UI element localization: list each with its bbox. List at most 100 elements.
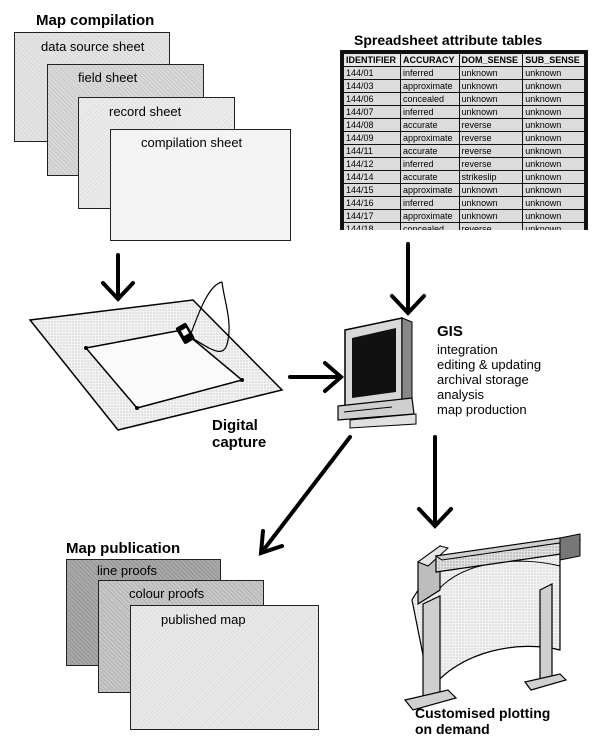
compilation-sheet: compilation sheet (110, 129, 291, 241)
table-cell: 144/06 (343, 92, 401, 106)
computer-icon (337, 317, 417, 429)
digital-capture-line1: Digital (212, 417, 258, 434)
plotting-line1: Customised plotting (415, 705, 551, 721)
digital-capture-line2: capture (212, 434, 267, 451)
compilation-sheet-label: compilation sheet (141, 135, 243, 150)
table-header-cell: IDENTIFIER (343, 53, 401, 67)
table-cell: 144/01 (343, 66, 401, 80)
table-cell: reverse (458, 144, 524, 158)
gis-function-editing: editing & updating (437, 357, 542, 372)
table-header-cell: SUB_SENSE (522, 53, 585, 67)
table-cell: unknown (458, 66, 524, 80)
published-map-label: published map (161, 612, 246, 627)
table-cell: unknown (522, 105, 585, 119)
table-cell: inferred (400, 196, 460, 210)
arrow-gis-to-publication (258, 435, 352, 556)
table-cell: approximate (400, 183, 460, 197)
table-cell: accurate (400, 118, 460, 132)
table-header-cell: DOM_SENSE (458, 53, 524, 67)
spreadsheet-title: Spreadsheet attribute tables (354, 32, 543, 48)
table-cell: inferred (400, 157, 460, 171)
digital-capture-label: Digital capture (212, 417, 266, 451)
map-publication-title: Map publication (66, 540, 181, 557)
plotting-label: Customised plotting on demand (415, 705, 550, 737)
field-sheet-label: field sheet (78, 70, 138, 85)
table-cell: 144/14 (343, 170, 401, 184)
data-source-sheet-label: data source sheet (41, 39, 145, 54)
arrow-gis-to-plotter (417, 435, 453, 529)
table-cell: unknown (522, 170, 585, 184)
table-cell: unknown (522, 79, 585, 93)
table-cell: 144/07 (343, 105, 401, 119)
table-cell: approximate (400, 209, 460, 223)
gis-function-integration: integration (437, 342, 498, 357)
table-cell: unknown (522, 157, 585, 171)
gis-function-archival: archival storage (437, 372, 529, 387)
table-cell: unknown (522, 222, 585, 230)
table-cell: unknown (458, 79, 524, 93)
table-cell: unknown (458, 92, 524, 106)
table-cell: accurate (400, 144, 460, 158)
table-cell: unknown (522, 144, 585, 158)
digitizing-tablet-icon (28, 281, 284, 431)
table-cell: 144/12 (343, 157, 401, 171)
gis-function-analysis: analysis (437, 387, 484, 402)
table-cell: unknown (522, 92, 585, 106)
table-cell: unknown (458, 196, 524, 210)
table-cell: concealed (400, 92, 460, 106)
map-compilation-title: Map compilation (36, 12, 155, 29)
table-cell: approximate (400, 131, 460, 145)
table-cell: 144/08 (343, 118, 401, 132)
gis-function-map-production: map production (437, 402, 527, 417)
table-cell: inferred (400, 66, 460, 80)
line-proofs-label: line proofs (97, 563, 157, 578)
gis-title: GIS (437, 323, 463, 340)
table-cell: unknown (458, 209, 524, 223)
table-cell: accurate (400, 170, 460, 184)
published-map-sheet: published map (130, 605, 319, 730)
table-cell: approximate (400, 79, 460, 93)
table-cell: reverse (458, 222, 524, 230)
table-cell: unknown (458, 183, 524, 197)
table-cell: reverse (458, 131, 524, 145)
record-sheet-label: record sheet (109, 104, 182, 119)
plotting-line2: on demand (415, 721, 490, 737)
table-cell: unknown (522, 131, 585, 145)
table-cell: unknown (522, 66, 585, 80)
colour-proofs-label: colour proofs (129, 586, 205, 601)
arrow-spreadsheet-to-gis (390, 242, 426, 316)
table-header-cell: ACCURACY (400, 53, 460, 67)
plotter-icon (403, 533, 582, 711)
table-cell: reverse (458, 157, 524, 171)
table-cell: inferred (400, 105, 460, 119)
table-cell: strikeslip (458, 170, 524, 184)
table-cell: 144/09 (343, 131, 401, 145)
arrow-compilation-to-capture (101, 253, 135, 302)
table-cell: unknown (522, 118, 585, 132)
gis-functions-list: integration editing & updating archival … (437, 342, 541, 417)
table-cell: concealed (400, 222, 460, 230)
table-cell: 144/16 (343, 196, 401, 210)
table-cell: unknown (458, 105, 524, 119)
table-cell: 144/03 (343, 79, 401, 93)
arrow-capture-to-gis (288, 361, 345, 393)
table-cell: unknown (522, 183, 585, 197)
table-cell: unknown (522, 209, 585, 223)
table-cell: 144/15 (343, 183, 401, 197)
table-cell: unknown (522, 196, 585, 210)
